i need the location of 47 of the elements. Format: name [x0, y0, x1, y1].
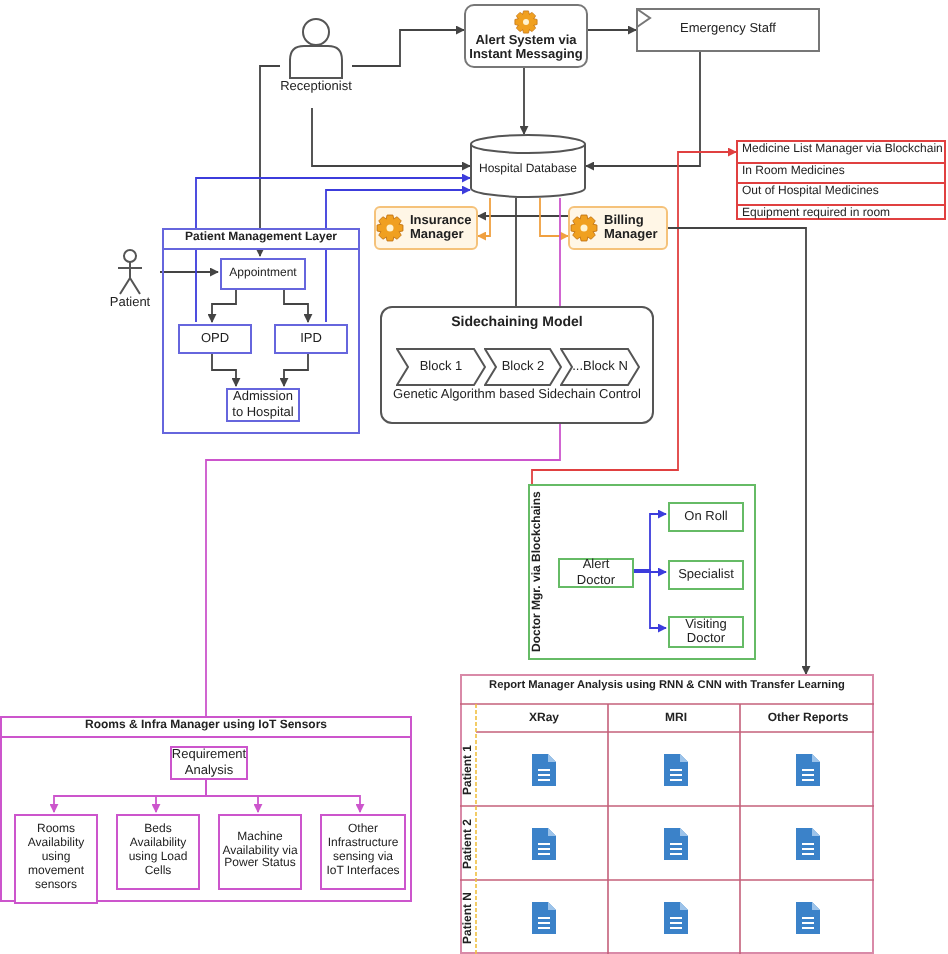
process-box — [668, 560, 744, 590]
chevron-block — [396, 348, 486, 386]
staff-box — [636, 8, 820, 52]
arrow — [631, 567, 667, 577]
process-box — [668, 616, 744, 648]
model-container — [380, 306, 654, 424]
process-box — [558, 558, 634, 588]
service-box — [464, 4, 588, 68]
arrow — [205, 777, 365, 813]
arrow — [207, 287, 237, 323]
arrow — [587, 25, 637, 35]
arrow — [325, 185, 471, 323]
arrow — [279, 351, 309, 387]
arrow — [585, 51, 701, 171]
arrow — [539, 197, 569, 241]
service-box — [374, 206, 478, 250]
arrow — [195, 173, 471, 323]
chevron-block — [560, 348, 640, 386]
process-box — [274, 324, 348, 354]
connector-line — [515, 197, 517, 307]
group-container — [162, 228, 360, 434]
database-cylinder — [470, 134, 586, 198]
arrow — [311, 107, 471, 171]
arrow — [531, 147, 737, 485]
chevron-block — [484, 348, 562, 386]
list-panel — [736, 140, 946, 220]
arrow — [159, 267, 219, 277]
arrow — [283, 287, 313, 323]
arrow — [667, 227, 811, 675]
process-box — [218, 814, 302, 890]
arrow — [351, 25, 465, 67]
process-box — [116, 814, 200, 890]
arrow — [211, 351, 241, 387]
arrow — [477, 197, 491, 241]
process-box — [320, 814, 406, 890]
arrow — [477, 211, 569, 221]
process-box — [220, 258, 306, 290]
process-box — [178, 324, 252, 354]
group-container — [0, 716, 412, 902]
process-box — [14, 814, 98, 904]
group-container — [528, 484, 756, 660]
report-table — [460, 674, 874, 954]
arrow — [631, 569, 667, 633]
service-box — [568, 206, 668, 250]
arrow — [519, 67, 529, 135]
arrow — [255, 65, 281, 257]
process-box — [668, 502, 744, 532]
